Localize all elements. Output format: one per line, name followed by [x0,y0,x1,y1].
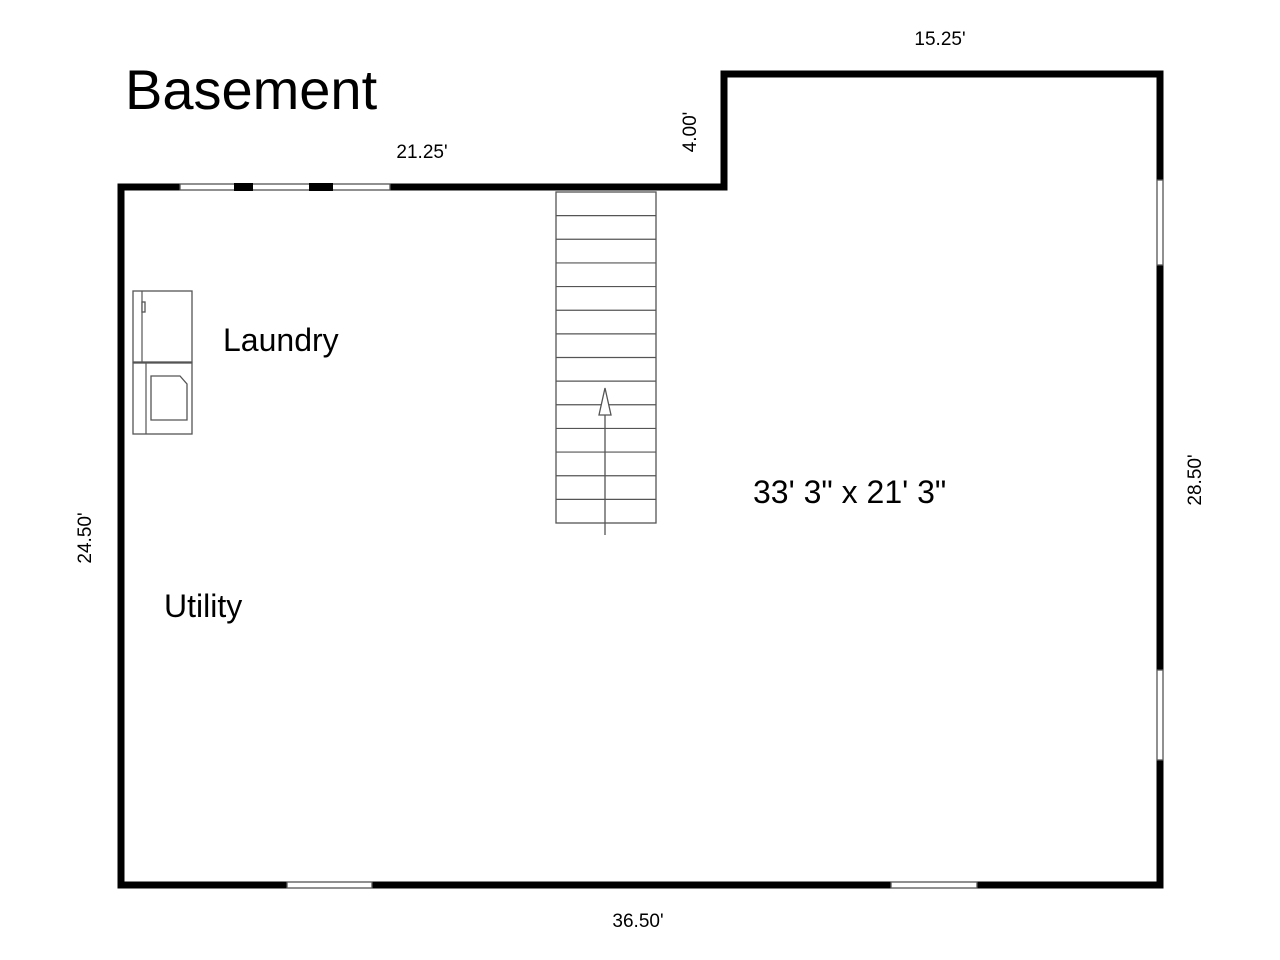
window-right-upper [1156,179,1164,266]
window-top-left [179,183,391,191]
plan-title: Basement [125,58,378,121]
windows [179,179,1164,889]
dryer-appliance [132,362,193,435]
dimension-top-left: 21.25' [396,142,447,163]
window-bottom-left [286,881,373,889]
washer-appliance [132,290,193,363]
stair-direction-arrow-icon [598,387,612,535]
dimension-step: 4.00' [680,112,701,153]
dimension-right: 28.50' [1185,454,1206,505]
dimension-bottom: 36.50' [612,911,663,932]
room-size-main: 33' 3" x 21' 3" [753,474,946,510]
walls [117,70,1164,889]
dimension-top-right: 15.25' [914,29,965,50]
window-bottom-right [890,881,978,889]
room-label-utility: Utility [164,588,242,624]
room-label-laundry: Laundry [223,322,339,358]
staircase [555,191,657,524]
window-right-lower [1156,669,1164,761]
dimension-left: 24.50' [75,512,96,563]
